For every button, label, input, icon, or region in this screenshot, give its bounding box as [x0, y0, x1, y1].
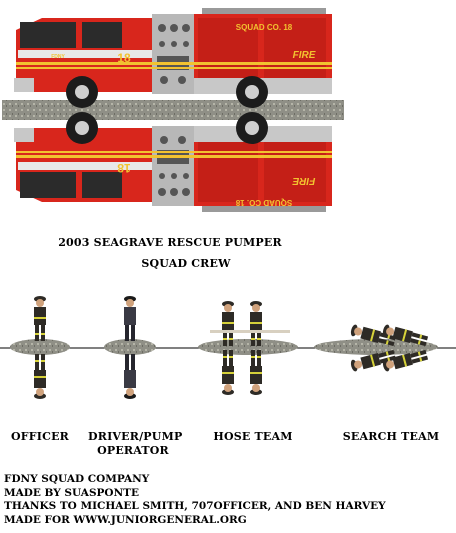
truck-mirror-view — [2, 110, 344, 212]
crew-label-officer: OFFICER — [10, 430, 70, 443]
truck-right-side-view: 18 SQUAD CO. 18 FIRE FDNY — [2, 8, 344, 110]
cab-text: FDNY — [51, 54, 65, 60]
unit-number: 18 — [117, 51, 131, 65]
credits-block: FDNY SQUAD COMPANY MADE BY SUASPONTE THA… — [4, 473, 386, 527]
side-text: FIRE — [293, 50, 316, 61]
credit-line-site: MADE FOR WWW.JUNIORGENERAL.ORG — [4, 513, 247, 526]
crew-label-driver: DRIVER/PUMP OPERATOR — [88, 430, 183, 458]
company-label: SQUAD CO. 18 — [236, 23, 293, 32]
driver-figure — [124, 296, 136, 399]
mirror-company-label: SQUAD CO. 18 — [235, 198, 292, 207]
mirror-unit-number: 18 — [117, 161, 131, 175]
credit-line-thanks: THANKS TO MICHAEL SMITH, 707OFFICER, AND… — [4, 500, 386, 512]
crew-heading: SQUAD CREW — [141, 257, 231, 270]
credit-line-author: MADE BY SUASPONTE — [4, 486, 139, 499]
crew-label-driver-line1: DRIVER/PUMP — [88, 430, 183, 443]
crew-label-search-team: SEARCH TEAM — [342, 430, 440, 443]
hose-team-figures — [210, 301, 290, 395]
crew-label-driver-line2: OPERATOR — [97, 444, 169, 457]
credit-line-title: FDNY SQUAD COMPANY — [4, 473, 150, 485]
mirror-side-text: FIRE — [292, 175, 315, 186]
truck-caption: 2003 SEAGRAVE RESCUE PUMPER — [58, 236, 282, 249]
crew-label-hose-team: HOSE TEAM — [213, 430, 293, 443]
